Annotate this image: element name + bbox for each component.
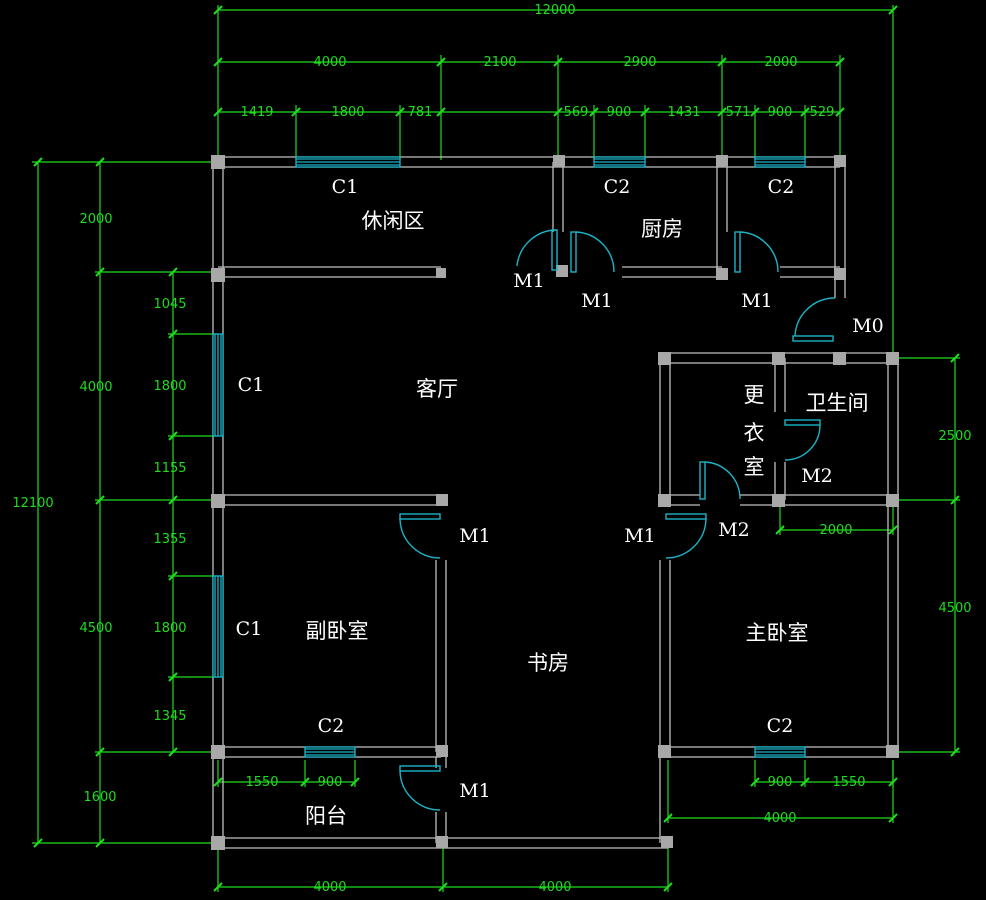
dim-left-win: 1800 [153, 379, 186, 394]
label-c1: C1 [332, 176, 359, 198]
dim-left-win: 1355 [153, 532, 186, 547]
door-m1-bedroom [399, 513, 441, 559]
dim-top-mid: 2000 [764, 55, 797, 70]
label-m1: M1 [459, 525, 491, 547]
window-c2-right [754, 156, 806, 168]
label-m0: M0 [852, 315, 884, 337]
dim-right: 2500 [938, 429, 971, 444]
room-dressing: 更 [744, 383, 765, 407]
label-c2: C2 [768, 176, 795, 198]
dim-left-win: 1045 [153, 297, 186, 312]
window-c2-bedroom [304, 746, 356, 758]
dimension-ticks [33, 5, 960, 892]
dim-bottom-total: 4000 [538, 880, 571, 895]
room-leisure: 休闲区 [362, 209, 425, 233]
label-m2: M2 [801, 465, 833, 487]
door-m0 [792, 297, 836, 342]
dim-left-total: 12100 [12, 496, 53, 511]
window-c1-top [295, 156, 401, 168]
room-master-bedroom: 主卧室 [746, 621, 809, 645]
room-balcony: 阳台 [305, 804, 347, 828]
dim-top-win: 1419 [240, 105, 273, 120]
dim-top-win: 900 [607, 105, 632, 120]
dim-bottom-right-total: 4000 [763, 811, 796, 826]
door-m1-balcony [399, 765, 441, 811]
room-second-bedroom: 副卧室 [306, 619, 369, 643]
label-m1: M1 [513, 270, 545, 292]
dim-bottom-right-win: 900 [768, 775, 793, 790]
wall-columns [211, 155, 899, 850]
dim-bottom-right-win: 1550 [832, 775, 865, 790]
window-c2-kitchen [593, 156, 646, 168]
label-c2: C2 [604, 176, 631, 198]
window-c1-living [212, 333, 224, 437]
label-m1: M1 [459, 780, 491, 802]
doors [399, 229, 836, 811]
room-dressing: 室 [744, 455, 765, 479]
door-m2-master [699, 461, 741, 500]
label-m1: M1 [741, 290, 773, 312]
door-m2-dressing [784, 419, 821, 461]
label-m1: M1 [624, 525, 656, 547]
label-m1: M1 [581, 290, 613, 312]
dim-bath-width: 2000 [819, 523, 852, 538]
door-m1-master [665, 513, 707, 559]
dim-left-win: 1345 [153, 709, 186, 724]
dim-left-win: 1155 [153, 461, 186, 476]
dim-bottom-left-win: 1550 [245, 775, 278, 790]
dim-top-total: 12000 [534, 3, 575, 18]
window-c1-bedroom [212, 575, 224, 678]
room-living: 客厅 [416, 377, 458, 401]
dimension-text: 12000 4000 2100 2900 2000 1419 1800 781 … [12, 3, 971, 895]
dim-left-mid: 4500 [79, 621, 112, 636]
dim-top-win: 529 [810, 105, 835, 120]
dim-left-mid: 4000 [79, 380, 112, 395]
door-m1-b [570, 231, 615, 273]
windows [212, 156, 806, 758]
label-c2: C2 [767, 715, 794, 737]
dim-top-win: 900 [768, 105, 793, 120]
dim-top-win: 1431 [667, 105, 700, 120]
dim-top-win: 1800 [331, 105, 364, 120]
dim-left-win: 1800 [153, 621, 186, 636]
dim-top-mid: 4000 [313, 55, 346, 70]
dim-top-win: 569 [564, 105, 589, 120]
door-m1-c [734, 231, 779, 273]
room-names: 休闲区 厨房 客厅 卫生间 更 衣 室 副卧室 书房 主卧室 阳台 [305, 209, 869, 828]
dim-top-win: 571 [726, 105, 751, 120]
label-c1: C1 [238, 374, 265, 396]
dim-left-mid: 1600 [83, 790, 116, 805]
room-dressing: 衣 [744, 421, 765, 445]
door-m1-a [516, 229, 558, 271]
room-bathroom: 卫生间 [806, 391, 869, 415]
dim-bottom-left-win: 900 [318, 775, 343, 790]
dim-left-mid: 2000 [79, 212, 112, 227]
dimension-lines [32, 5, 960, 892]
dim-top-win: 781 [408, 105, 433, 120]
dim-top-mid: 2100 [483, 55, 516, 70]
window-c2-master [754, 746, 806, 758]
opening-labels: C1 C2 C2 M1 M1 M1 M0 C1 M2 M1 M1 M2 C1 C… [236, 176, 884, 802]
label-c1: C1 [236, 618, 263, 640]
dim-top-mid: 2900 [623, 55, 656, 70]
label-m2: M2 [718, 519, 750, 541]
room-study: 书房 [527, 651, 569, 675]
label-c2: C2 [318, 715, 345, 737]
room-kitchen: 厨房 [641, 217, 683, 241]
dim-right: 4500 [938, 601, 971, 616]
dim-bottom-total: 4000 [313, 880, 346, 895]
